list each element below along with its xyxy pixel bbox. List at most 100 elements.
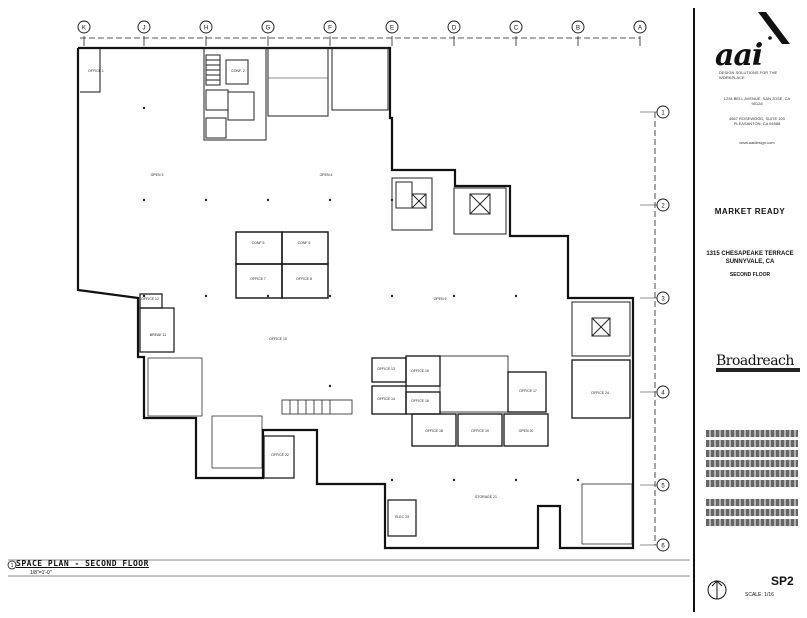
room-label: OFFICE 10 [269, 337, 287, 341]
revision-row [706, 440, 798, 447]
west-rooms [139, 293, 633, 545]
row-grid-bubbles: 1 2 3 4 5 6 [640, 105, 670, 552]
row-bubble-label: 5 [661, 484, 665, 490]
row-bubble-label: 6 [661, 544, 665, 550]
room-label: OFFICE 12 [141, 297, 159, 301]
column-dot [514, 478, 518, 482]
project-address-line-2: SUNNYVALE, CA [725, 259, 775, 265]
revision-row [706, 450, 798, 457]
column-dot [328, 294, 332, 298]
logo-text: aai [715, 38, 763, 73]
project-floor: SECOND FLOOR [729, 272, 771, 278]
room-label: OPEN 3 [151, 173, 164, 177]
room-label: OPEN 9 [434, 297, 447, 301]
room-label: BREAK 11 [150, 333, 167, 337]
exterior-walls [76, 46, 635, 550]
column-dot [390, 478, 394, 482]
column-bubble: J [137, 20, 151, 34]
row-bubble: 1 [640, 105, 670, 119]
room-label: OFFICE 16 [411, 399, 429, 403]
center-offices [235, 231, 329, 299]
column-dot [452, 478, 456, 482]
room-label: OFFICE 19 [471, 429, 489, 433]
plan-scale: 1/8"=1'-0" [30, 570, 52, 576]
column-dot [390, 294, 394, 298]
column-dot [204, 198, 208, 202]
south-cluster [371, 355, 549, 447]
office-address-1: 1234 BELL AVENUE, SAN JOSE, CA 95128 [723, 96, 791, 106]
row-bubble: 5 [640, 478, 670, 492]
row-bubble: 6 [640, 538, 670, 552]
client-name: Broadreach [716, 353, 794, 369]
column-dot [390, 198, 394, 202]
room-label: OFFICE 22 [271, 453, 289, 457]
column-bubble: E [385, 20, 399, 34]
row-bubble: 2 [640, 198, 670, 212]
room-label: OFFICE 24 [591, 391, 609, 395]
row-bubble-label: 4 [661, 391, 665, 397]
column-dot [142, 106, 146, 110]
room-label: OFFICE 14 [377, 397, 395, 401]
logo-tagline: DESIGN SOLUTIONS FOR THE WORKPLACE [719, 70, 778, 80]
room-label: OFFICE 13 [377, 367, 395, 371]
column-bubble-label: K [82, 26, 86, 32]
column-dot [204, 294, 208, 298]
column-grid [80, 36, 641, 46]
sheet-scale: SCALE: 1/16 [745, 592, 774, 598]
column-bubble: G [261, 20, 275, 34]
plan-title-marker [7, 559, 690, 577]
north-arrow-icon [707, 580, 727, 600]
revision-row [706, 519, 798, 526]
column-bubble: B [571, 20, 585, 34]
column-dot [514, 294, 518, 298]
column-dot [266, 198, 270, 202]
row-bubble-label: 3 [661, 297, 665, 303]
north-core [203, 47, 389, 141]
revision-row [706, 460, 798, 467]
room-label: ELEC 23 [395, 515, 409, 519]
room-label: OFFICE 18 [425, 429, 443, 433]
website: www.aaidesign.com [739, 140, 775, 145]
room-label: OPEN 20 [519, 429, 534, 433]
column-bubble-label: D [452, 26, 457, 32]
column-bubble: D [447, 20, 461, 34]
room-label: OFFICE 7 [250, 277, 266, 281]
structural-columns [142, 106, 580, 482]
column-bubble-label: H [204, 26, 208, 32]
row-bubble: 4 [640, 385, 670, 399]
client-underline [716, 368, 800, 372]
column-bubble-label: F [328, 26, 332, 32]
room-label: CONF. 2 [231, 69, 244, 73]
column-bubble-label: B [576, 26, 580, 32]
column-dot [452, 294, 456, 298]
column-dot [142, 294, 146, 298]
room-label: OFFICE 15 [411, 369, 429, 373]
room-label: OPEN 4 [320, 173, 333, 177]
row-bubble: 3 [640, 291, 670, 305]
column-bubble: F [323, 20, 337, 34]
row-bubble-label: 2 [661, 204, 665, 210]
column-dot [328, 384, 332, 388]
room-label: OFFICE 8 [296, 277, 312, 281]
column-dot [576, 478, 580, 482]
logo-mark-icon [758, 12, 790, 44]
column-dot [142, 198, 146, 202]
room-label: OFFICE 1 [88, 69, 104, 73]
plan-title: SPACE PLAN - SECOND FLOOR [16, 559, 149, 568]
column-bubble-label: C [514, 26, 519, 32]
plan-title-number: 1 [11, 563, 14, 569]
office-address-2: 4567 ROSEWOOD, SUITE 100 PLEASANTON, CA … [728, 116, 786, 126]
revision-row [706, 499, 798, 506]
title-block-border [693, 8, 805, 612]
room-label: CONF 6 [298, 241, 311, 245]
column-bubble: C [509, 20, 523, 34]
southeast-shaft [571, 301, 631, 419]
room-label: STORAGE 21 [475, 495, 497, 499]
company-logo: aai DESIGN SOLUTIONS FOR THE WORKPLACE [715, 10, 795, 80]
south-stair [281, 399, 353, 415]
column-bubble-label: G [266, 26, 271, 32]
room-label: OFFICE 17 [519, 389, 537, 393]
revision-table [706, 430, 798, 529]
